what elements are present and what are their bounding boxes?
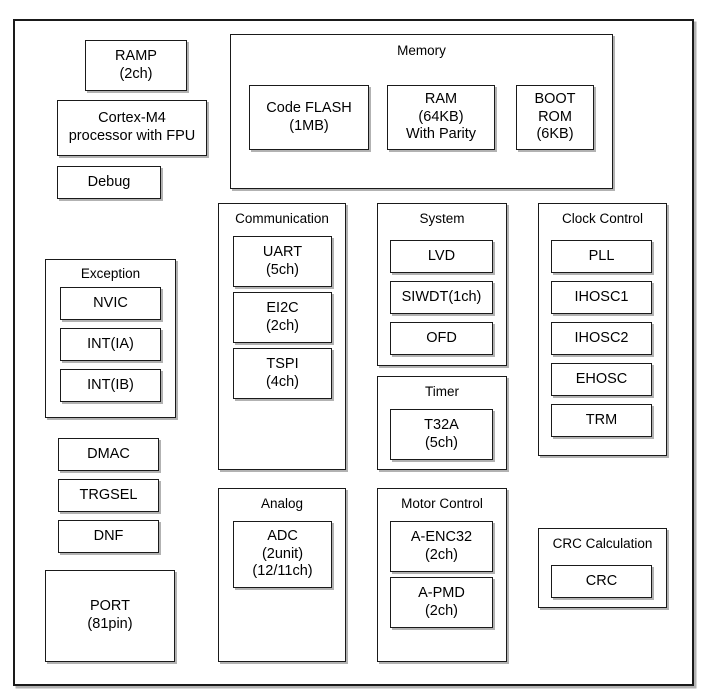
block-trgsel[interactable]: TRGSEL	[58, 479, 159, 512]
block-uart-line-0: UART	[262, 243, 303, 260]
block-a-enc32-line-0: A-ENC32	[410, 528, 473, 545]
block-ei2c-line-0: EI2C	[266, 299, 299, 316]
block-dmac-line-0: DMAC	[87, 445, 130, 462]
block-siwdt-line-0: SIWDT(1ch)	[401, 288, 482, 305]
block-adc-line-2: (12/11ch)	[252, 563, 313, 580]
block-ram-line-0: RAM	[424, 90, 458, 107]
block-dnf-line-0: DNF	[93, 527, 124, 544]
block-boot-rom-line-0: BOOT	[534, 90, 576, 107]
block-pll[interactable]: PLL	[551, 240, 652, 273]
group-clock-control-title: Clock Control	[561, 211, 644, 226]
block-uart[interactable]: UART (5ch)	[233, 236, 332, 287]
block-adc[interactable]: ADC (2unit) (12/11ch)	[233, 521, 332, 588]
block-ehosc[interactable]: EHOSC	[551, 363, 652, 396]
block-ramp-line-0: RAMP	[115, 47, 157, 64]
block-boot-rom[interactable]: BOOT ROM (6KB)	[516, 85, 594, 150]
block-tspi[interactable]: TSPI (4ch)	[233, 348, 332, 399]
block-tspi-line-1: (4ch)	[265, 373, 300, 390]
group-communication-title: Communication	[235, 211, 329, 226]
block-ramp[interactable]: RAMP (2ch)	[85, 40, 187, 91]
block-nvic[interactable]: NVIC	[60, 287, 161, 320]
block-nvic-line-0: NVIC	[93, 294, 128, 311]
block-dmac[interactable]: DMAC	[58, 438, 159, 471]
block-ofd[interactable]: OFD	[390, 322, 493, 355]
block-cortex-m4-line-1: processor with FPU	[68, 128, 196, 144]
block-port[interactable]: PORT (81pin)	[45, 570, 175, 662]
block-trm[interactable]: TRM	[551, 404, 652, 437]
block-ramp-line-1: (2ch)	[119, 65, 153, 82]
block-ram-line-2: With Parity	[405, 126, 477, 143]
block-adc-line-0: ADC	[267, 527, 298, 544]
group-motor-control-title: Motor Control	[401, 496, 483, 511]
block-t32a-line-0: T32A	[424, 416, 459, 433]
block-ei2c[interactable]: EI2C (2ch)	[233, 292, 332, 343]
block-uart-line-1: (5ch)	[265, 261, 300, 278]
group-crc-calculation-title: CRC Calculation	[552, 536, 653, 551]
block-int-ib-line-0: INT(IB)	[87, 376, 134, 393]
block-ei2c-line-1: (2ch)	[265, 317, 300, 334]
block-a-pmd-line-1: (2ch)	[424, 602, 459, 619]
block-ihosc2[interactable]: IHOSC2	[551, 322, 652, 355]
block-crc[interactable]: CRC	[551, 565, 652, 598]
block-ihosc1-line-0: IHOSC1	[574, 288, 629, 305]
block-a-enc32-line-1: (2ch)	[424, 546, 459, 563]
block-pll-line-0: PLL	[588, 247, 615, 264]
block-ram-line-1: (64KB)	[418, 108, 464, 125]
block-boot-rom-line-1: ROM	[538, 108, 572, 125]
block-code-flash-line-1: (1MB)	[289, 117, 329, 134]
block-tspi-line-0: TSPI	[266, 355, 299, 372]
block-cortex-m4-line-0: Cortex-M4	[98, 110, 166, 127]
group-exception-title: Exception	[80, 266, 141, 281]
block-cortex-m4[interactable]: Cortex-M4 processor with FPU	[57, 100, 207, 156]
block-code-flash-line-0: Code FLASH	[266, 99, 352, 116]
block-port-line-0: PORT	[89, 598, 131, 615]
block-crc-line-0: CRC	[585, 572, 618, 589]
block-lvd-line-0: LVD	[427, 247, 456, 264]
block-debug-line-0: Debug	[87, 173, 131, 190]
group-memory-title: Memory	[397, 43, 446, 58]
block-a-pmd-line-0: A-PMD	[418, 584, 465, 601]
block-t32a[interactable]: T32A (5ch)	[390, 409, 493, 460]
block-ihosc1[interactable]: IHOSC1	[551, 281, 652, 314]
block-dnf[interactable]: DNF	[58, 520, 159, 553]
group-system-title: System	[419, 211, 465, 226]
block-lvd[interactable]: LVD	[390, 240, 493, 273]
group-analog-title: Analog	[260, 496, 304, 511]
block-code-flash[interactable]: Code FLASH (1MB)	[249, 85, 369, 150]
group-motor-control: Motor Control	[377, 488, 507, 662]
block-int-ia[interactable]: INT(IA)	[60, 328, 161, 361]
block-adc-line-1: (2unit)	[261, 545, 304, 562]
block-boot-rom-line-2: (6KB)	[536, 126, 574, 143]
block-a-enc32[interactable]: A-ENC32 (2ch)	[390, 521, 493, 572]
block-int-ia-line-0: INT(IA)	[87, 335, 134, 352]
block-ram[interactable]: RAM (64KB) With Parity	[387, 85, 495, 150]
block-t32a-line-1: (5ch)	[424, 434, 459, 451]
block-port-line-1: (81pin)	[87, 616, 133, 632]
group-timer-title: Timer	[425, 384, 459, 399]
block-siwdt[interactable]: SIWDT(1ch)	[390, 281, 493, 314]
block-ihosc2-line-0: IHOSC2	[574, 329, 629, 346]
block-ehosc-line-0: EHOSC	[575, 370, 628, 387]
block-debug[interactable]: Debug	[57, 166, 161, 199]
block-int-ib[interactable]: INT(IB)	[60, 369, 161, 402]
block-a-pmd[interactable]: A-PMD (2ch)	[390, 577, 493, 628]
block-trgsel-line-0: TRGSEL	[79, 486, 138, 503]
block-trm-line-0: TRM	[585, 411, 618, 428]
block-ofd-line-0: OFD	[426, 329, 457, 346]
